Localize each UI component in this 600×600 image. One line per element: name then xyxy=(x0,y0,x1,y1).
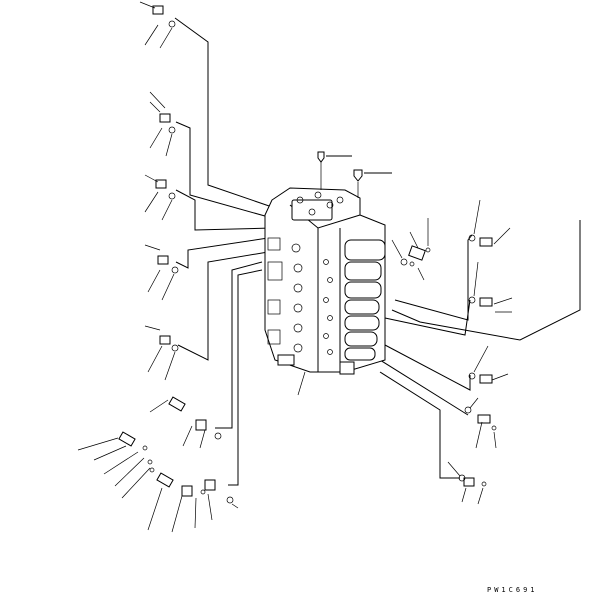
top-fittings xyxy=(317,151,392,198)
left-fittings xyxy=(77,1,306,533)
drawing-code: PW1C691 xyxy=(487,586,538,594)
right-fittings xyxy=(391,199,513,505)
control-valve-body xyxy=(264,187,386,375)
pipe-lines xyxy=(174,17,581,486)
